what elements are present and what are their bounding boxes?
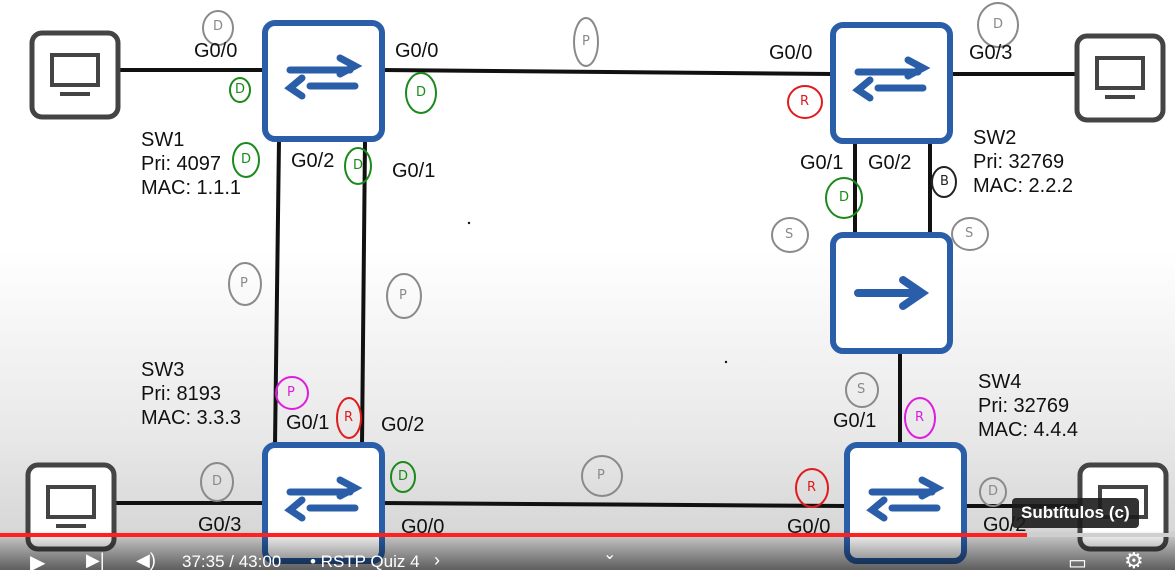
port-label: G0/0 [769, 42, 813, 64]
chapter-title[interactable]: • RSTP Quiz 4 [310, 552, 420, 571]
port-label: G0/0 [194, 40, 238, 62]
note-circle [228, 262, 262, 306]
sw4-priority: Pri: 32769 [978, 395, 1070, 417]
sw2-switch-icon[interactable] [830, 22, 953, 144]
note-letter: D [398, 469, 409, 484]
note-circle [229, 77, 251, 103]
port-label: G0/2 [291, 150, 335, 172]
note-circle [931, 166, 957, 198]
links [115, 68, 1080, 508]
note-letter: S [857, 382, 866, 397]
note-letter: S [785, 227, 794, 242]
note-circle [344, 147, 372, 185]
note-letter: D [213, 19, 224, 34]
pc1-icon[interactable] [29, 30, 121, 120]
player-controls: ▶ ▶| ◀) 37:35 / 43:00 • RSTP Quiz 4 › ⌄ … [0, 530, 1175, 574]
port-label: G0/0 [395, 40, 439, 62]
sw2-priority: Pri: 32769 [973, 151, 1065, 173]
port-label: G0/1 [800, 152, 844, 174]
note-letter: D [993, 17, 1004, 32]
note-letter: P [240, 276, 248, 291]
note-letter: R [344, 410, 354, 425]
sw1-mac: MAC: 1.1.1 [141, 177, 242, 199]
note-circle [405, 72, 437, 114]
gear-icon[interactable]: ⚙ [1124, 548, 1144, 573]
note-letter: D [839, 190, 850, 205]
captions-icon[interactable]: ▭ [1068, 552, 1087, 574]
note-circle [979, 477, 1007, 507]
sw1-info: SW1 Pri: 4097 MAC: 1.1.1 [141, 128, 241, 200]
note-circle [390, 461, 416, 493]
chevron-down-icon[interactable]: ⌄ [603, 546, 617, 563]
sw1-switch-icon[interactable] [262, 20, 385, 142]
note-circle [386, 273, 422, 319]
port-label: G0/1 [833, 410, 877, 432]
time-display: 37:35 / 43:00 [182, 552, 282, 571]
pc2-icon[interactable] [1074, 33, 1166, 123]
note-circle [951, 217, 989, 251]
sw3-name: SW3 [141, 359, 185, 381]
note-letter: D [416, 85, 427, 100]
note-circle [771, 217, 809, 253]
note-letter: P [597, 468, 605, 483]
note-letter: S [965, 226, 974, 241]
sw2-mac: MAC: 2.2.2 [973, 175, 1074, 197]
link-sw3-sw4 [381, 501, 848, 508]
link-sw1-sw3-g01 [360, 139, 367, 446]
port-label: G0/1 [286, 412, 330, 434]
volume-icon[interactable]: ◀) [136, 550, 156, 570]
port-label: G0/2 [868, 152, 912, 174]
note-letter: D [241, 152, 252, 167]
progress-remaining [1026, 533, 1175, 537]
sw4-name: SW4 [978, 371, 1022, 393]
sw4-mac: MAC: 4.4.4 [978, 419, 1079, 441]
chapter-arrow-icon[interactable]: › [434, 550, 440, 570]
port-label: G0/1 [392, 160, 436, 182]
note-circle [200, 462, 234, 502]
note-circle [787, 85, 823, 119]
progress-bar[interactable] [0, 533, 1027, 537]
sw3-info: SW3 Pri: 8193 MAC: 3.3.3 [141, 358, 241, 430]
sw4-info: SW4 Pri: 32769 MAC: 4.4.4 [978, 370, 1078, 442]
hub-icon[interactable] [830, 232, 953, 354]
note-letter: P [582, 34, 590, 49]
sw2-name: SW2 [973, 127, 1017, 149]
note-circle [232, 142, 260, 178]
note-letter: R [800, 94, 810, 109]
sw2-info: SW2 Pri: 32769 MAC: 2.2.2 [973, 126, 1073, 198]
pc3-icon[interactable] [25, 462, 117, 552]
note-letter: D [988, 484, 999, 499]
note-letter: D [353, 158, 364, 173]
note-letter: P [399, 288, 407, 303]
note-circle [336, 397, 362, 439]
sw1-priority: Pri: 4097 [141, 153, 222, 175]
link-sw1-sw2 [381, 68, 834, 76]
note-circle [977, 2, 1019, 48]
subtitles-tooltip: Subtítulos (c) [1012, 498, 1139, 528]
note-circle [825, 177, 863, 219]
note-circle [904, 397, 936, 439]
note-circle [573, 17, 599, 67]
role-notes [200, 2, 1019, 508]
sw3-mac: MAC: 3.3.3 [141, 407, 242, 429]
sw3-priority: Pri: 8193 [141, 383, 222, 405]
port-label: G0/2 [381, 414, 425, 436]
note-letter: P [287, 385, 295, 400]
note-letter: D [212, 474, 223, 489]
sw1-name: SW1 [141, 129, 185, 151]
note-circle [795, 468, 829, 508]
play-icon[interactable]: ▶ [30, 552, 46, 574]
note-letter: B [940, 174, 949, 189]
note-letter: D [235, 82, 246, 97]
next-icon[interactable]: ▶| [86, 550, 105, 570]
note-circle [275, 376, 309, 410]
note-circle [845, 372, 879, 408]
note-letter: R [807, 480, 817, 495]
note-letter: R [915, 410, 925, 425]
note-circle [581, 455, 623, 497]
port-label: G0/3 [969, 42, 1013, 64]
note-circle [202, 10, 234, 46]
